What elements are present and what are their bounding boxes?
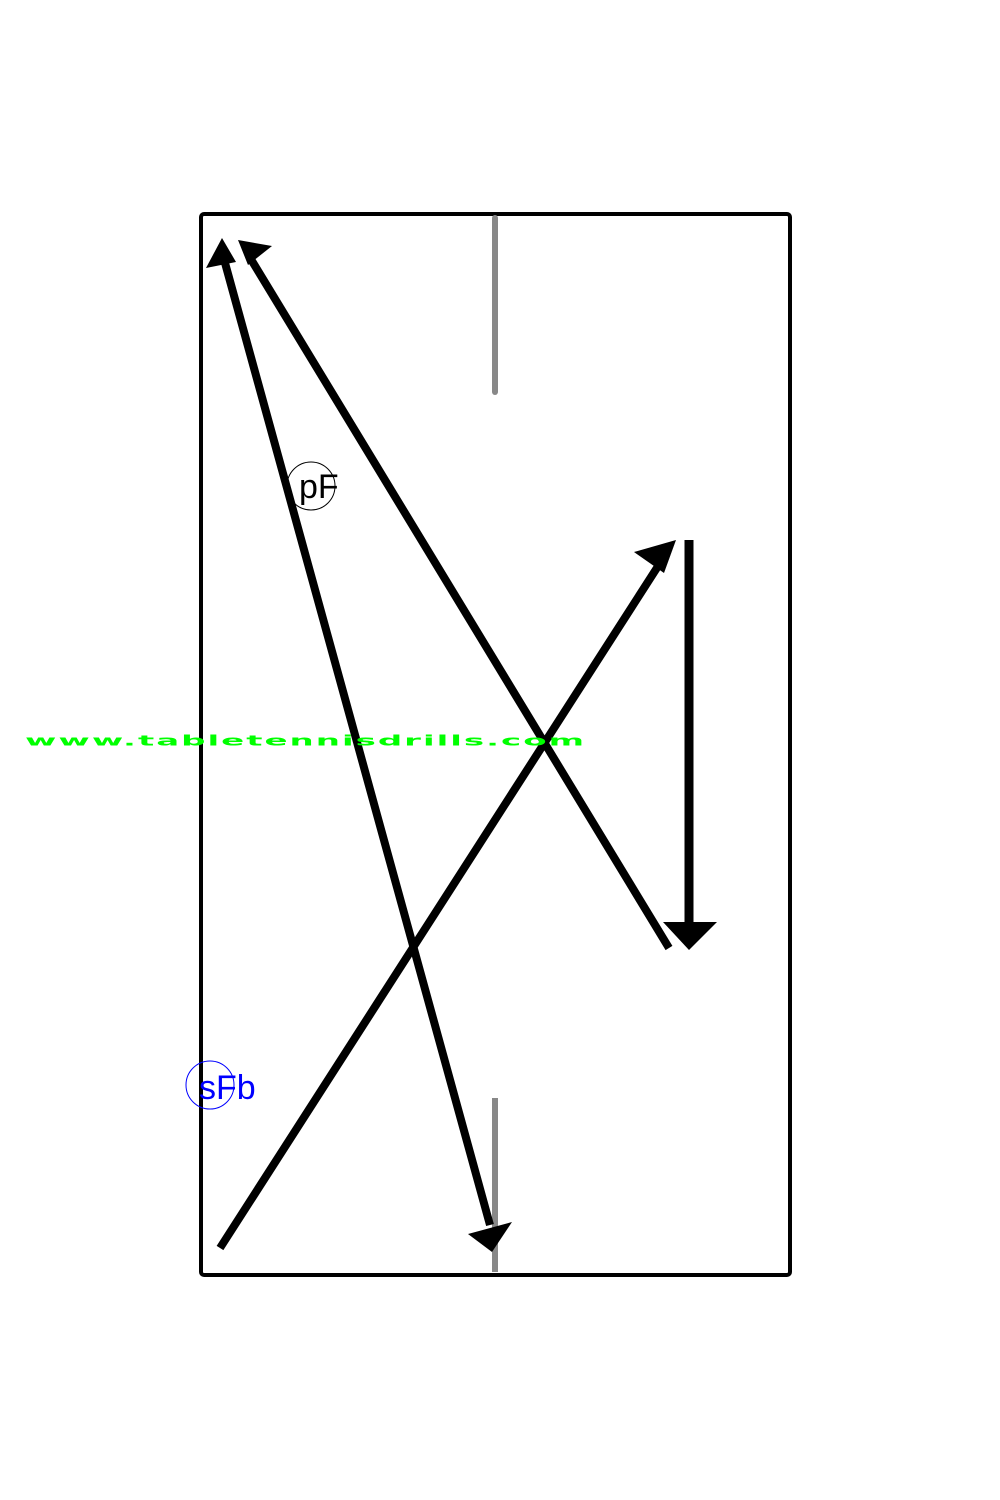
arrow-head-icon (468, 1222, 512, 1252)
label-pf: pF (299, 468, 339, 506)
ball-path-push (206, 238, 512, 1252)
arrow-head-icon (634, 540, 676, 573)
ball-path-down (663, 540, 717, 950)
label-sfb: sFb (199, 1069, 256, 1107)
player-marker-sfb (185, 1060, 235, 1110)
watermark-text: www.tabletennisdrills.com (25, 732, 586, 750)
ball-path-return (238, 240, 673, 951)
arrow-head-icon (206, 238, 236, 268)
arrow-head-icon (663, 922, 717, 950)
ball-path-serve (216, 540, 676, 1251)
arrow-head-icon (238, 240, 272, 265)
table-outline (199, 212, 792, 1277)
player-marker-pf (286, 461, 336, 511)
